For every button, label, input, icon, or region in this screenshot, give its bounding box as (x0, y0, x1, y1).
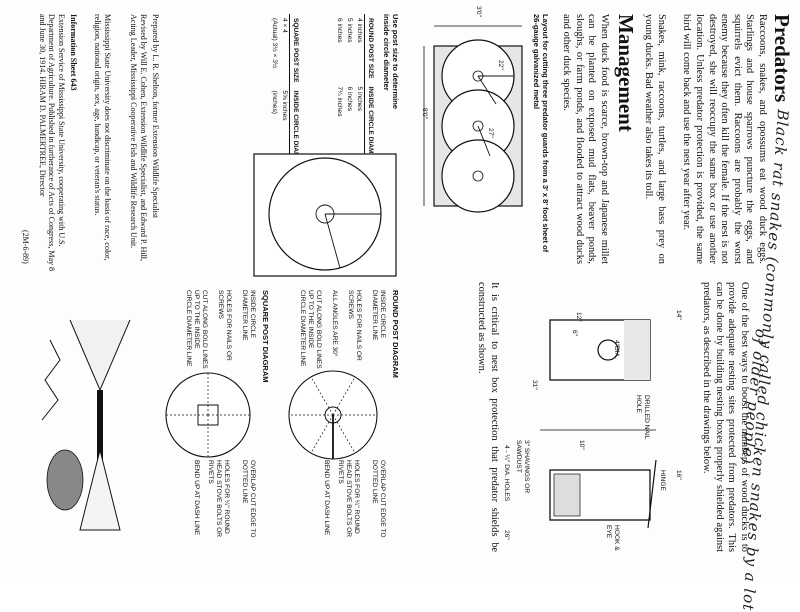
guard-on-post-illustration (41, 319, 131, 531)
label-27: 27" (487, 128, 494, 138)
table-cell: 6 inches (336, 18, 343, 43)
round-step-2: HOLES FOR NAILS OR SCREWS (347, 290, 362, 361)
predators-paragraph: Raccoons, snakes, and opossums eat wood … (681, 14, 768, 264)
cooperation-notice: Extension Service of Mississippi State U… (37, 14, 66, 272)
predators-heading: Predators (770, 14, 794, 103)
table-header: SQUARE POST SIZE (289, 14, 300, 87)
table-header: ROUND POST SIZE (364, 14, 375, 83)
round-step-1: INSIDE CIRCLE DIAMETER LINE (371, 290, 386, 341)
square-step-5: HOLES FOR ¼" ROUND HEAD STOVE BOLTS OR R… (207, 460, 230, 538)
dim-12: 12" (575, 312, 582, 322)
round-step-3: ALL ANGLES ARE 30° (331, 290, 338, 357)
dim-16: 16" (675, 470, 682, 480)
drilled-nail-hole: DRILLED NAIL HOLE (635, 395, 650, 440)
round-step-5: OVERLAP CUT EDGE TO DOTTED LINE (371, 460, 386, 538)
prepared-by: Prepared by L. R. Shelton, former Extens… (151, 14, 160, 219)
dim-4dia: 4"DIA. (613, 340, 620, 359)
dim-31: 31" (531, 380, 538, 390)
label-22: 22" (497, 60, 504, 70)
scanned-page: Predators Black rat snakes (commonly cal… (21, 6, 794, 612)
round-step-6: HOLES FOR ¼" ROUND HEAD STOVE BOLTS OR R… (337, 460, 360, 538)
hinge-label: HINGE (659, 470, 666, 491)
circle-guard-diagram (253, 153, 397, 277)
square-post-guard-drawing (165, 372, 251, 458)
nondiscrimination: Mississippi State University does not di… (93, 14, 112, 261)
hook-label: HOOK & EYE (605, 525, 620, 551)
management-paragraph: When duck food is scarce, brown-top and … (561, 14, 610, 264)
square-step-2: HOLES FOR NAILS OR SCREWS (217, 290, 232, 361)
dim-26: 26" (503, 530, 510, 540)
round-post-guard-drawing (288, 370, 378, 460)
shavings-label: 3" SHAVINGS OR SAWDUST (515, 440, 530, 494)
predators-paragraph-2: Snakes, mink, raccoons, turtles, and lar… (643, 14, 667, 264)
dim-length: 8'0" (421, 108, 428, 119)
square-step-1: INSIDE CIRCLE DIAMETER LINE (241, 290, 256, 341)
protection-paragraph-2: It is critical to nest box protection th… (476, 282, 500, 552)
management-heading: Management (614, 14, 638, 132)
round-post-title: ROUND POST DIAGRAM (391, 290, 400, 378)
table-cell: 5 inches (346, 18, 353, 43)
dim-14: 14" (675, 310, 682, 320)
protection-paragraph: One of the best ways to boost the number… (701, 282, 750, 552)
round-step-7: BEND UP AT DASH LINE (323, 460, 330, 536)
rotated-document: Predators Black rat snakes (commonly cal… (21, 6, 794, 612)
table-cell: (Actual) 3½ × 3½ (271, 18, 278, 69)
dim-6: 6" (571, 330, 578, 337)
table-cell: 4 inches (356, 18, 363, 43)
table-cell: 4 × 4 (281, 18, 288, 33)
square-step-6: BEND UP AT DASH LINE (193, 460, 200, 536)
round-step-4: CUT ALONG BOLD LINES UP TO THE INSIDE CI… (299, 290, 322, 369)
square-step-3: CUT ALONG BOLD LINES UP TO THE INSIDE CI… (185, 290, 208, 369)
square-post-title: SQUARE POST DIAGRAM (261, 290, 270, 383)
revised-by: Revised by Will E. Cohen, Extension Wild… (129, 14, 148, 262)
post-table-caption: Use post size to determine inside circle… (382, 14, 400, 110)
square-step-4: OVERLAP CUT EDGE TO DOTTED LINE (241, 460, 256, 538)
metal-sheet-layout (423, 25, 523, 213)
dim-10: 10" (578, 440, 585, 450)
layout-caption: Layout for cutting three predator guards… (532, 14, 550, 253)
holes-label: 4 - ¼" DIA. HOLES (503, 445, 510, 502)
print-code: (2M-6-89) (21, 230, 30, 264)
dim-width: 3'0" (475, 6, 482, 17)
info-sheet-number: Information Sheet 643 (69, 14, 78, 91)
nest-box-drawing (540, 319, 657, 529)
